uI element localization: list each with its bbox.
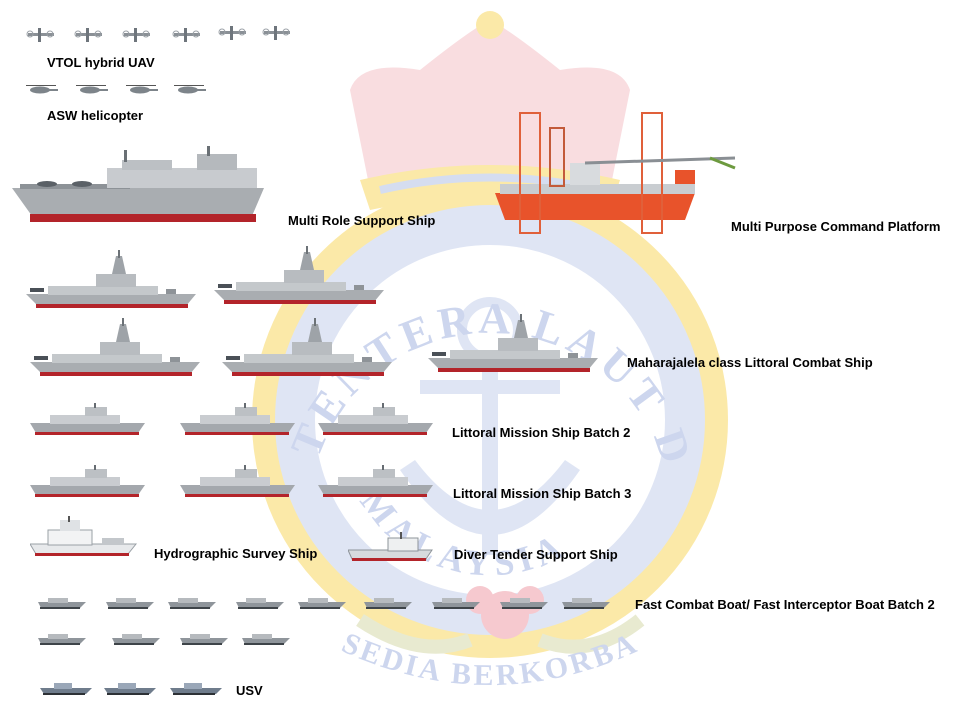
fast-boat-icon — [364, 598, 412, 609]
fast-boat-icon — [562, 598, 610, 609]
usv-icon — [104, 683, 156, 695]
command-platform-image — [495, 112, 736, 234]
usv-icon — [40, 683, 92, 695]
fast-boat-icon — [112, 634, 160, 645]
fast-boat-icon — [432, 598, 480, 609]
label-multi-purpose-command-platform: Multi Purpose Command Platform — [731, 219, 941, 234]
lms-batch3-ship-image — [180, 465, 295, 497]
label-diver-tender-support-ship: Diver Tender Support Ship — [454, 547, 618, 562]
lcs-ship-image — [26, 250, 196, 308]
fast-boat-icon — [180, 634, 228, 645]
hydrographic-ship-image — [30, 516, 138, 556]
lcs-ship-image — [30, 318, 200, 376]
helicopter-icon — [126, 85, 158, 94]
usv-icon — [170, 683, 222, 695]
fast-boat-icon — [38, 598, 86, 609]
uav-icon — [218, 25, 247, 41]
fast-boat-icon — [168, 598, 216, 609]
mrss-ship-image — [12, 146, 264, 222]
lms-batch3-ship-image — [30, 465, 145, 497]
fast-boat-row-2 — [38, 634, 290, 645]
lms-batch3-ship-image — [318, 465, 433, 497]
uav-icon — [262, 25, 291, 41]
fast-boat-icon — [298, 598, 346, 609]
label-littoral-combat-ship: Maharajalela class Littoral Combat Ship — [627, 355, 873, 370]
wreath-right — [537, 614, 645, 654]
helicopter-icon — [174, 85, 206, 94]
uav-row — [26, 25, 291, 43]
label-lms-batch-3: Littoral Mission Ship Batch 3 — [453, 486, 632, 501]
label-multi-role-support-ship: Multi Role Support Ship — [288, 213, 436, 228]
label-asw-helicopter: ASW helicopter — [47, 108, 144, 123]
crown-shape — [350, 20, 630, 190]
uav-icon — [122, 27, 151, 43]
lms-batch2-ship-image — [180, 403, 295, 435]
label-usv: USV — [236, 683, 263, 698]
lcs-ship-image — [428, 314, 598, 372]
uav-icon — [74, 27, 103, 43]
label-fast-combat-boat: Fast Combat Boat/ Fast Interceptor Boat … — [635, 597, 935, 612]
fast-boat-icon — [242, 634, 290, 645]
helicopter-icon — [76, 85, 108, 94]
lms-batch2-ship-image — [318, 403, 433, 435]
usv-row — [40, 683, 222, 695]
helicopter-icon — [26, 85, 58, 94]
helicopter-row — [26, 85, 206, 94]
diver-tender-ship-image — [348, 532, 433, 561]
label-hydrographic-survey-ship: Hydrographic Survey Ship — [154, 546, 318, 561]
fast-boat-icon — [106, 598, 154, 609]
lcs-ship-image — [214, 246, 384, 304]
lcs-ship-image — [222, 318, 392, 376]
fast-boat-icon — [38, 634, 86, 645]
uav-icon — [172, 27, 201, 43]
lms-batch2-ship-image — [30, 403, 145, 435]
uav-icon — [26, 27, 55, 43]
wreath-left — [356, 614, 473, 654]
fast-boat-icon — [236, 598, 284, 609]
crown-orb — [476, 11, 504, 39]
fast-boat-row-1 — [38, 598, 610, 609]
fast-boat-icon — [500, 598, 548, 609]
label-lms-batch-2: Littoral Mission Ship Batch 2 — [452, 425, 631, 440]
label-vtol-uav: VTOL hybrid UAV — [47, 55, 155, 70]
